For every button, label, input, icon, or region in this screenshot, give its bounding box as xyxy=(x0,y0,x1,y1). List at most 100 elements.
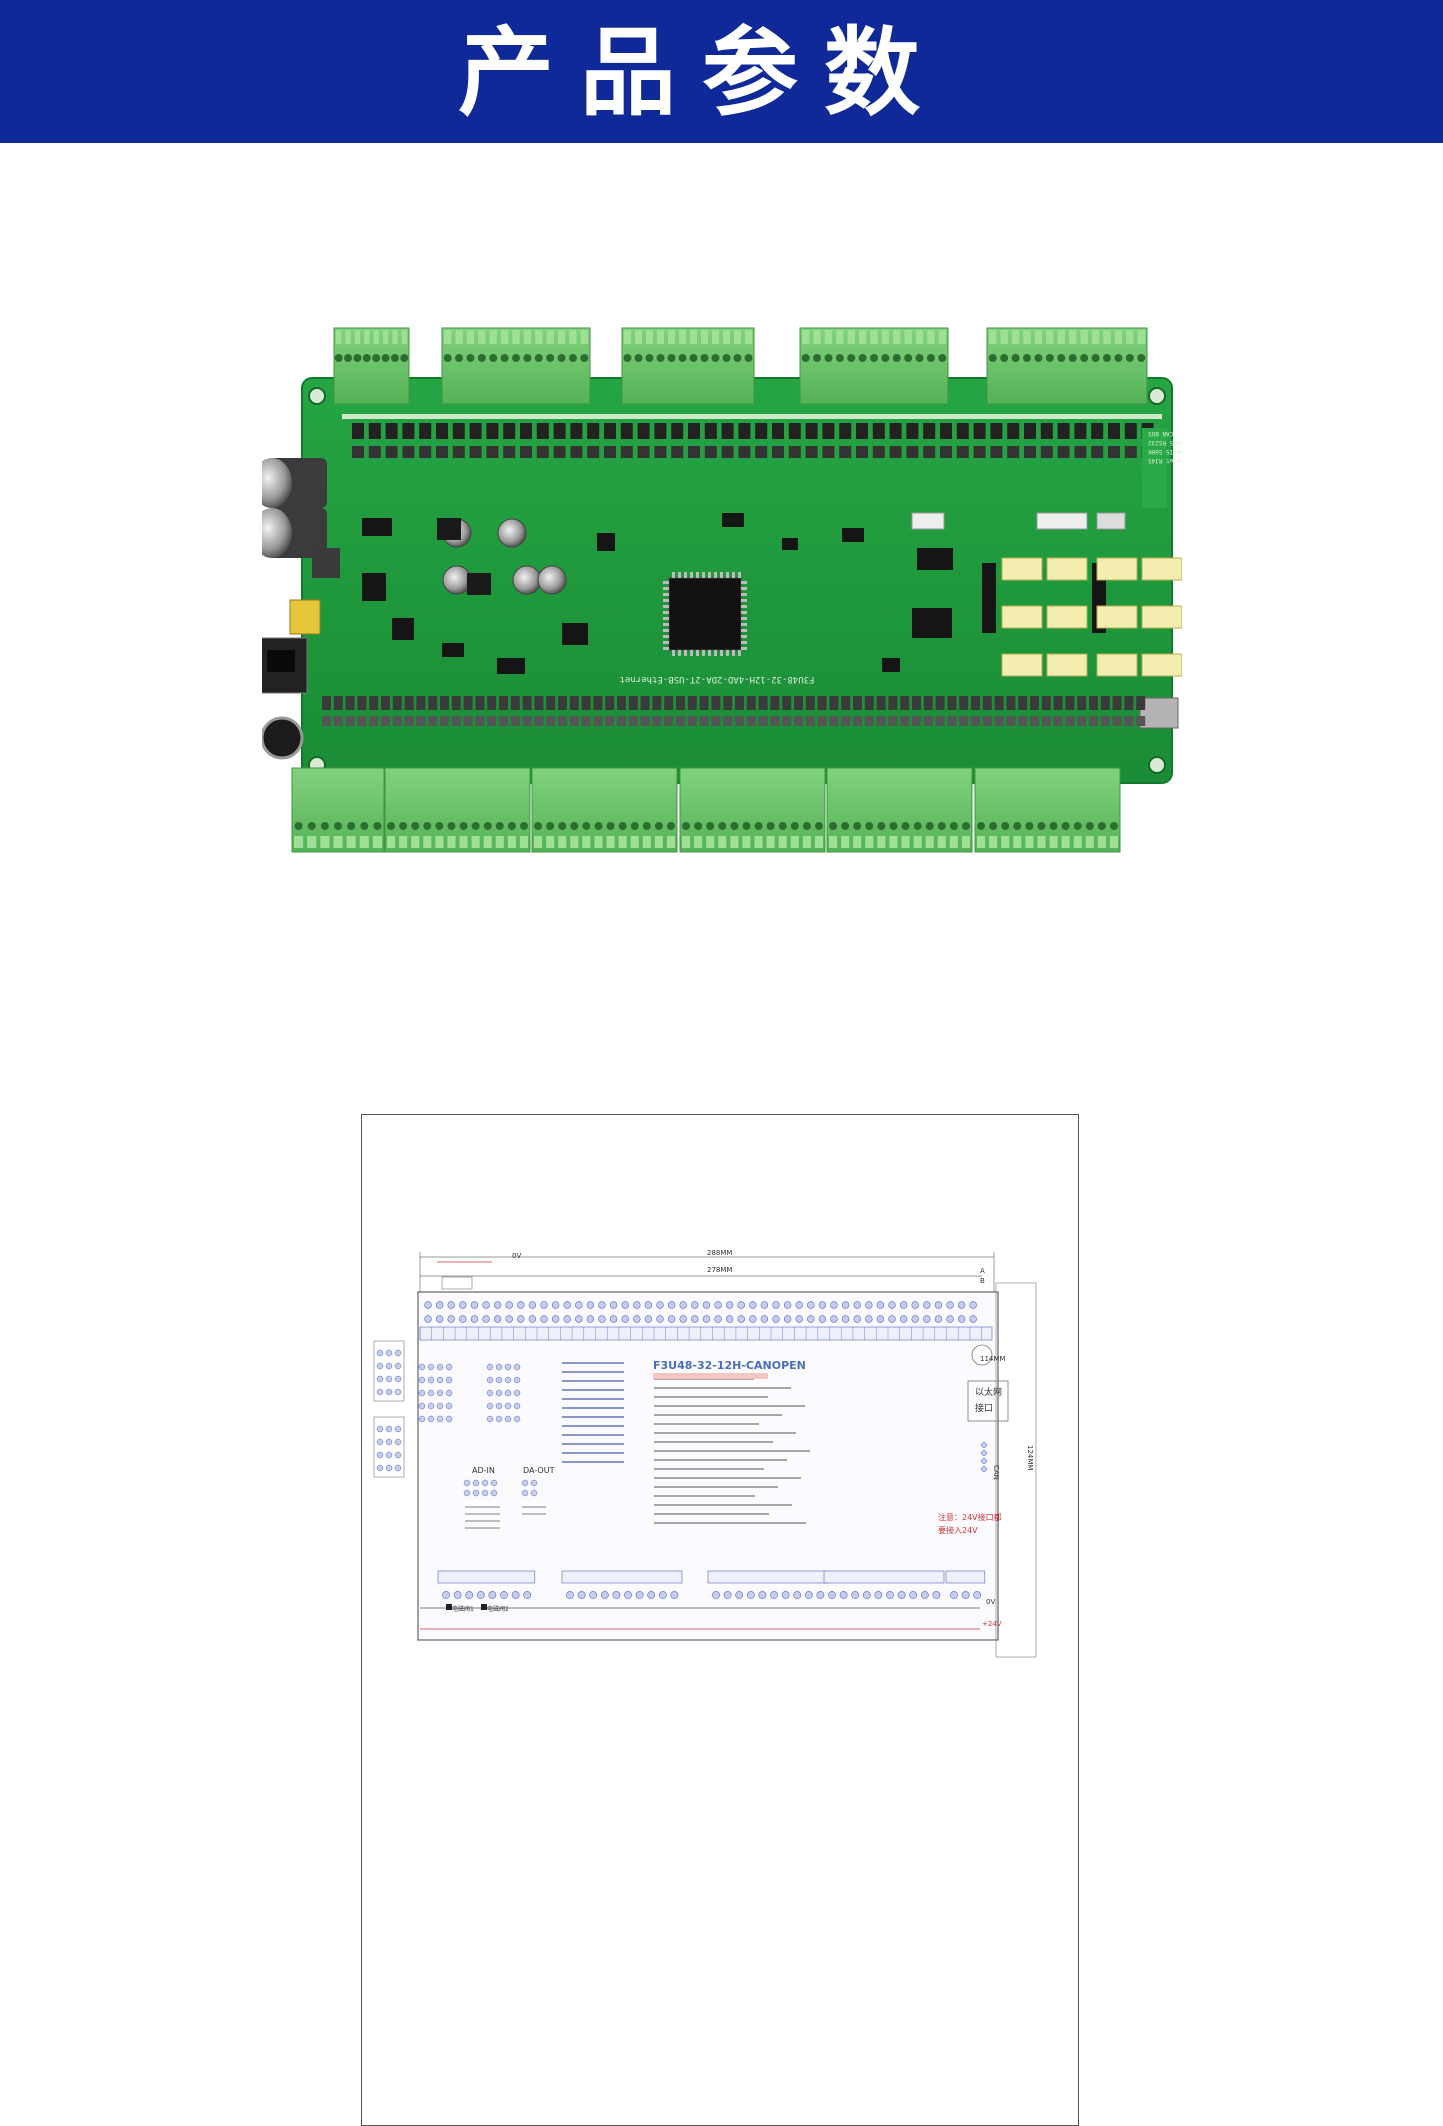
side-pin xyxy=(376,1362,384,1370)
input-optocoupler xyxy=(888,696,898,710)
top-screw xyxy=(772,1301,780,1309)
inner-pin xyxy=(445,1363,453,1371)
top-screw xyxy=(644,1315,653,1323)
input-optocoupler xyxy=(428,696,438,710)
inner-pin xyxy=(436,1402,444,1410)
ic-label-3: Ethernet RJ45 xyxy=(1148,457,1182,464)
input-optocoupler xyxy=(345,696,355,710)
terminal-cap xyxy=(345,330,351,344)
top-screw xyxy=(841,1315,850,1323)
side-pin xyxy=(376,1451,384,1459)
top-screw xyxy=(540,1301,548,1309)
terminal-screw xyxy=(334,822,342,830)
mcu-pin xyxy=(663,629,669,632)
output-driver xyxy=(1091,446,1104,458)
terminal-screw xyxy=(606,822,615,830)
input-optocoupler xyxy=(699,696,709,710)
bottom-screw xyxy=(723,1591,732,1599)
input-resistor xyxy=(440,716,449,726)
terminal-screw xyxy=(1023,354,1031,362)
ic-label-0: CAN BUS xyxy=(1148,430,1174,437)
top-screw xyxy=(934,1301,943,1309)
terminal-cap xyxy=(483,836,492,848)
output-driver xyxy=(923,446,936,458)
input-optocoupler xyxy=(746,696,756,710)
terminal-cap xyxy=(512,330,520,344)
top-screw xyxy=(714,1315,722,1323)
input-resistor xyxy=(758,716,768,726)
ic-chip xyxy=(912,608,952,638)
output-driver xyxy=(721,446,734,458)
terminal-screw xyxy=(489,354,498,362)
mcu-pin xyxy=(678,650,681,656)
input-optocoupler xyxy=(1089,696,1098,710)
mcu-pin xyxy=(708,650,711,656)
terminal-screw xyxy=(711,354,720,362)
top-screw xyxy=(749,1315,757,1323)
input-resistor xyxy=(876,716,886,726)
top-screw xyxy=(459,1315,467,1323)
motor-icon-2 xyxy=(481,1604,487,1610)
output-driver xyxy=(419,446,432,458)
terminal-cap xyxy=(546,330,554,344)
terminal-screw xyxy=(645,354,654,362)
output-transistor xyxy=(1124,423,1137,439)
bottom-screw xyxy=(851,1591,860,1599)
input-resistor xyxy=(735,716,744,726)
input-optocoupler xyxy=(381,696,390,710)
terminal-cap xyxy=(382,330,389,344)
top-screw xyxy=(482,1315,490,1323)
input-resistor xyxy=(593,716,603,726)
output-driver xyxy=(536,446,549,458)
top-screw xyxy=(633,1301,641,1309)
input-resistor xyxy=(534,716,544,726)
output-transistor xyxy=(889,423,902,439)
pulse-connector xyxy=(1096,653,1138,677)
terminal-screw xyxy=(881,354,890,362)
model-label: F3U48-32-12H-CANOPEN xyxy=(653,1359,806,1372)
terminal-screw xyxy=(1013,822,1022,830)
side-pin xyxy=(394,1362,402,1370)
terminal-screw xyxy=(870,354,878,362)
output-transistor xyxy=(654,423,667,439)
pulse-connector xyxy=(1096,605,1138,629)
inner-pin xyxy=(486,1402,494,1410)
terminal-cap xyxy=(1001,836,1010,848)
side-pin xyxy=(376,1375,384,1383)
terminal-screw xyxy=(847,354,856,362)
output-transistor xyxy=(402,423,415,439)
terminal-screw xyxy=(938,354,947,362)
top-screw xyxy=(899,1301,908,1309)
input-optocoupler xyxy=(1077,696,1087,710)
terminal-screw xyxy=(477,354,486,362)
terminal-screw xyxy=(387,822,396,830)
terminal-cap xyxy=(1103,330,1111,344)
terminal-cap xyxy=(570,836,579,848)
top-screw xyxy=(853,1315,861,1323)
terminal-cap xyxy=(387,836,396,848)
output-driver xyxy=(671,446,684,458)
input-resistor xyxy=(805,716,815,726)
jst-connector xyxy=(911,512,945,530)
bottom-screw xyxy=(973,1591,982,1599)
terminal-screw xyxy=(813,354,822,362)
bottom-screw xyxy=(758,1591,767,1599)
terminal-screw xyxy=(766,822,775,830)
input-optocoupler xyxy=(369,696,379,710)
terminal-cap xyxy=(618,836,627,848)
ad-pin xyxy=(481,1489,489,1497)
terminal-cap xyxy=(495,836,504,848)
input-optocoupler xyxy=(581,696,591,710)
input-resistor xyxy=(522,716,532,726)
terminal-screw xyxy=(901,822,910,830)
capacitor-top xyxy=(262,458,292,508)
input-resistor xyxy=(628,716,638,726)
terminal-cap xyxy=(961,836,970,848)
terminal-screw xyxy=(1068,354,1077,362)
terminal-cap xyxy=(336,330,342,344)
top-screw xyxy=(505,1315,513,1323)
output-driver xyxy=(553,446,566,458)
ic-chip xyxy=(597,533,615,551)
terminal-cap xyxy=(471,836,480,848)
terminal-cap xyxy=(1097,836,1106,848)
